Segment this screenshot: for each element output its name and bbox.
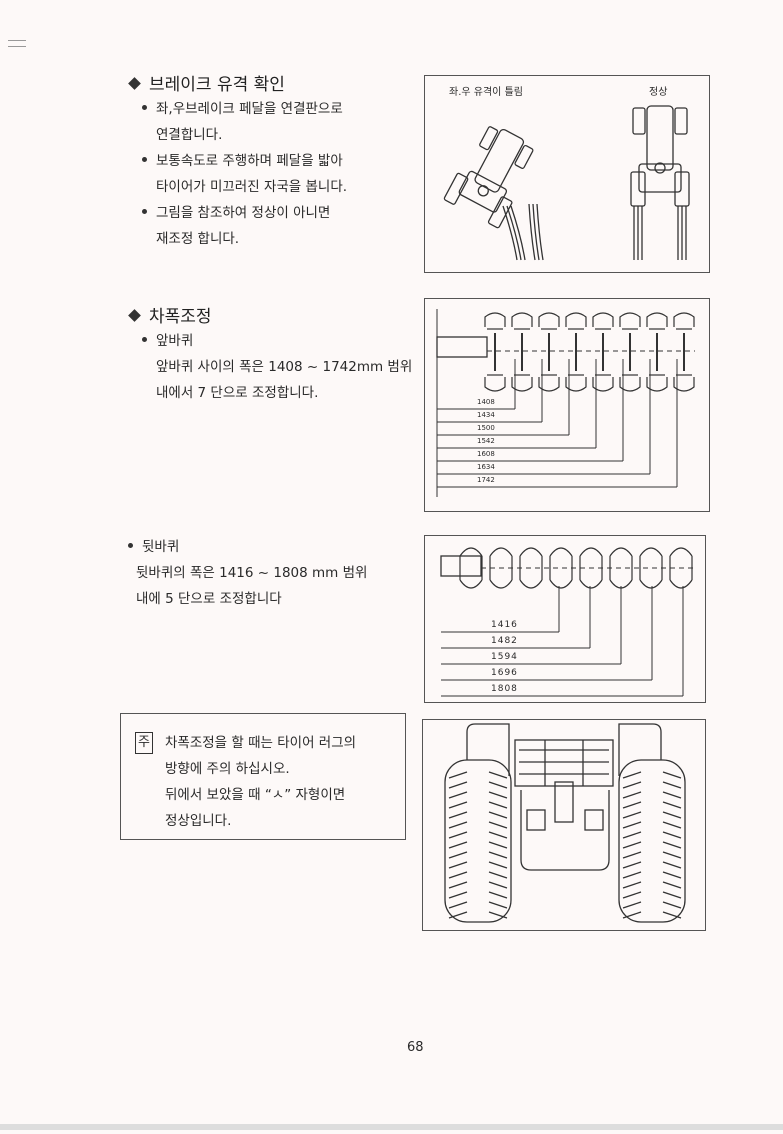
- front-width-label: 1608: [477, 450, 495, 458]
- front-line1: 앞바퀴 사이의 폭은 1408 ~ 1742mm 범위: [156, 359, 413, 375]
- brake-figure-drawing: [443, 105, 690, 261]
- front-heading-text: 앞바퀴: [156, 333, 194, 349]
- rear-wheel-pair-icon: [639, 547, 663, 589]
- front-wheel-drawing: [436, 309, 695, 497]
- rear-width-label: 1594: [491, 652, 518, 662]
- brake-instructions: 좌,우브레이크 페달을 연결판으로 연결합니다. 보통속도로 주행하며 페달을 …: [142, 96, 347, 252]
- brake-item-3-line2: 재조정 합니다.: [156, 231, 240, 247]
- rear-line2: 내에 5 단으로 조정합니다: [136, 591, 282, 607]
- brake-item-1: 좌,우브레이크 페달을 연결판으로: [142, 96, 347, 122]
- front-axle-icon: [436, 336, 488, 358]
- scan-mark: [8, 46, 26, 47]
- rear-tractor-icon: [444, 723, 686, 923]
- front-width-label: 1408: [477, 398, 495, 406]
- brake-item-2-line1: 보통속도로 주행하며 페달을 밟아: [156, 153, 343, 169]
- brake-item-1-line2: 연결합니다.: [156, 127, 223, 143]
- brake-item-1-line1: 좌,우브레이크 페달을 연결판으로: [156, 101, 343, 117]
- diamond-bullet-icon: [128, 309, 141, 322]
- brake-item-2-line2: 타이어가 미끄러진 자국을 봅니다.: [156, 179, 348, 195]
- rear-width-label: 1696: [491, 668, 518, 678]
- brake-item-3: 그림을 참조하여 정상이 아니면: [142, 200, 347, 226]
- front-width-label: 1500: [477, 424, 495, 432]
- front-wheel-pair-icon: [538, 312, 560, 392]
- brake-item-2: 보통속도로 주행하며 페달을 밟아: [142, 148, 347, 174]
- rear-heading: 뒷바퀴: [128, 534, 367, 560]
- note-text: 차폭조정을 할 때는 타이어 러그의 방향에 주의 하십시오. 뒤에서 보았을 …: [165, 730, 356, 834]
- rear-width-label: 1808: [491, 684, 518, 694]
- rear-tractor-figure-panel: [422, 719, 706, 931]
- front-wheel-pair-icon: [592, 312, 614, 392]
- brake-figure-right-caption: 정상: [649, 87, 668, 98]
- rear-wheel-figure-panel: 1416 1482 1594 1696 1808: [424, 535, 706, 703]
- bullet-dot-icon: [142, 209, 147, 214]
- front-width-label: 1542: [477, 437, 495, 445]
- track-title-text: 차폭조정: [149, 307, 212, 327]
- rear-tractor-drawing: [444, 723, 686, 923]
- note-line-4: 정상입니다.: [165, 813, 232, 829]
- front-dimension-lines: [437, 359, 678, 488]
- bullet-dot-icon: [142, 157, 147, 162]
- scan-mark: [8, 40, 26, 41]
- scan-bottom-strip: [0, 1124, 783, 1130]
- tire-lug-pattern: [448, 771, 682, 919]
- brake-figure-panel: 좌.우 유격이 틀림 정상: [424, 75, 710, 273]
- diamond-bullet-icon: [128, 77, 141, 90]
- front-wheel-pair-icon: [619, 312, 641, 392]
- front-wheel-icons: [484, 312, 695, 392]
- front-line2: 내에서 7 단으로 조정합니다.: [156, 385, 319, 401]
- brake-title-text: 브레이크 유격 확인: [149, 75, 285, 95]
- rear-wheel-drawing: [440, 547, 693, 697]
- note-tag: 주: [135, 732, 153, 754]
- note-line-1: 차폭조정을 할 때는 타이어 러그의: [165, 735, 357, 751]
- rear-width-label: 1482: [491, 636, 518, 646]
- rear-wheel-pair-icon: [609, 547, 633, 589]
- brake-figure-left-caption: 좌.우 유격이 틀림: [449, 87, 523, 98]
- front-width-label: 1742: [477, 476, 495, 484]
- rear-line1: 뒷바퀴의 폭은 1416 ~ 1808 mm 범위: [136, 565, 368, 581]
- rear-wheel-pair-icon: [669, 547, 693, 589]
- note-line-2: 방향에 주의 하십시오.: [165, 761, 290, 777]
- rear-wheel-pair-icon: [549, 547, 573, 589]
- rear-dimension-lines: [441, 586, 684, 697]
- front-wheel-pair-icon: [565, 312, 587, 392]
- rear-wheel-pair-icon: [579, 547, 603, 589]
- track-section-title: 차폭조정: [126, 302, 212, 327]
- rear-wheel-text: 뒷바퀴 뒷바퀴의 폭은 1416 ~ 1808 mm 범위 내에 5 단으로 조…: [128, 534, 367, 612]
- rear-wheel-pair-icon: [489, 547, 513, 589]
- rear-heading-text: 뒷바퀴: [142, 539, 180, 555]
- front-wheel-pair-icon: [511, 312, 533, 392]
- rear-wheel-pair-icon: [459, 547, 483, 589]
- rear-axle-icon: [440, 555, 482, 577]
- front-wheel-pair-icon: [484, 312, 506, 392]
- front-heading: 앞바퀴: [142, 328, 412, 354]
- rear-wheel-icons: [459, 547, 693, 589]
- page-number: 68: [407, 1040, 424, 1055]
- front-wheel-pair-icon: [646, 312, 668, 392]
- brake-item-3-line1: 그림을 참조하여 정상이 아니면: [156, 205, 331, 221]
- front-wheel-text: 앞바퀴 앞바퀴 사이의 폭은 1408 ~ 1742mm 범위 내에서 7 단으…: [142, 328, 412, 406]
- bullet-dot-icon: [128, 543, 133, 548]
- brake-section-title: 브레이크 유격 확인: [126, 70, 285, 95]
- note-box: 주 차폭조정을 할 때는 타이어 러그의 방향에 주의 하십시오. 뒤에서 보았…: [120, 713, 406, 840]
- skewed-tractor-icon: [443, 126, 544, 261]
- bullet-dot-icon: [142, 337, 147, 342]
- front-width-label: 1434: [477, 411, 495, 419]
- front-wheel-figure-panel: 1408 1434 1500 1542 1608 1634 1742: [424, 298, 710, 512]
- front-wheel-pair-icon: [673, 312, 695, 392]
- rear-width-label: 1416: [491, 620, 518, 630]
- rear-wheel-pair-icon: [519, 547, 543, 589]
- normal-tractor-icon: [630, 105, 690, 260]
- front-width-label: 1634: [477, 463, 495, 471]
- note-line-3: 뒤에서 보았을 때 “ㅅ” 자형이면: [165, 787, 346, 803]
- bullet-dot-icon: [142, 105, 147, 110]
